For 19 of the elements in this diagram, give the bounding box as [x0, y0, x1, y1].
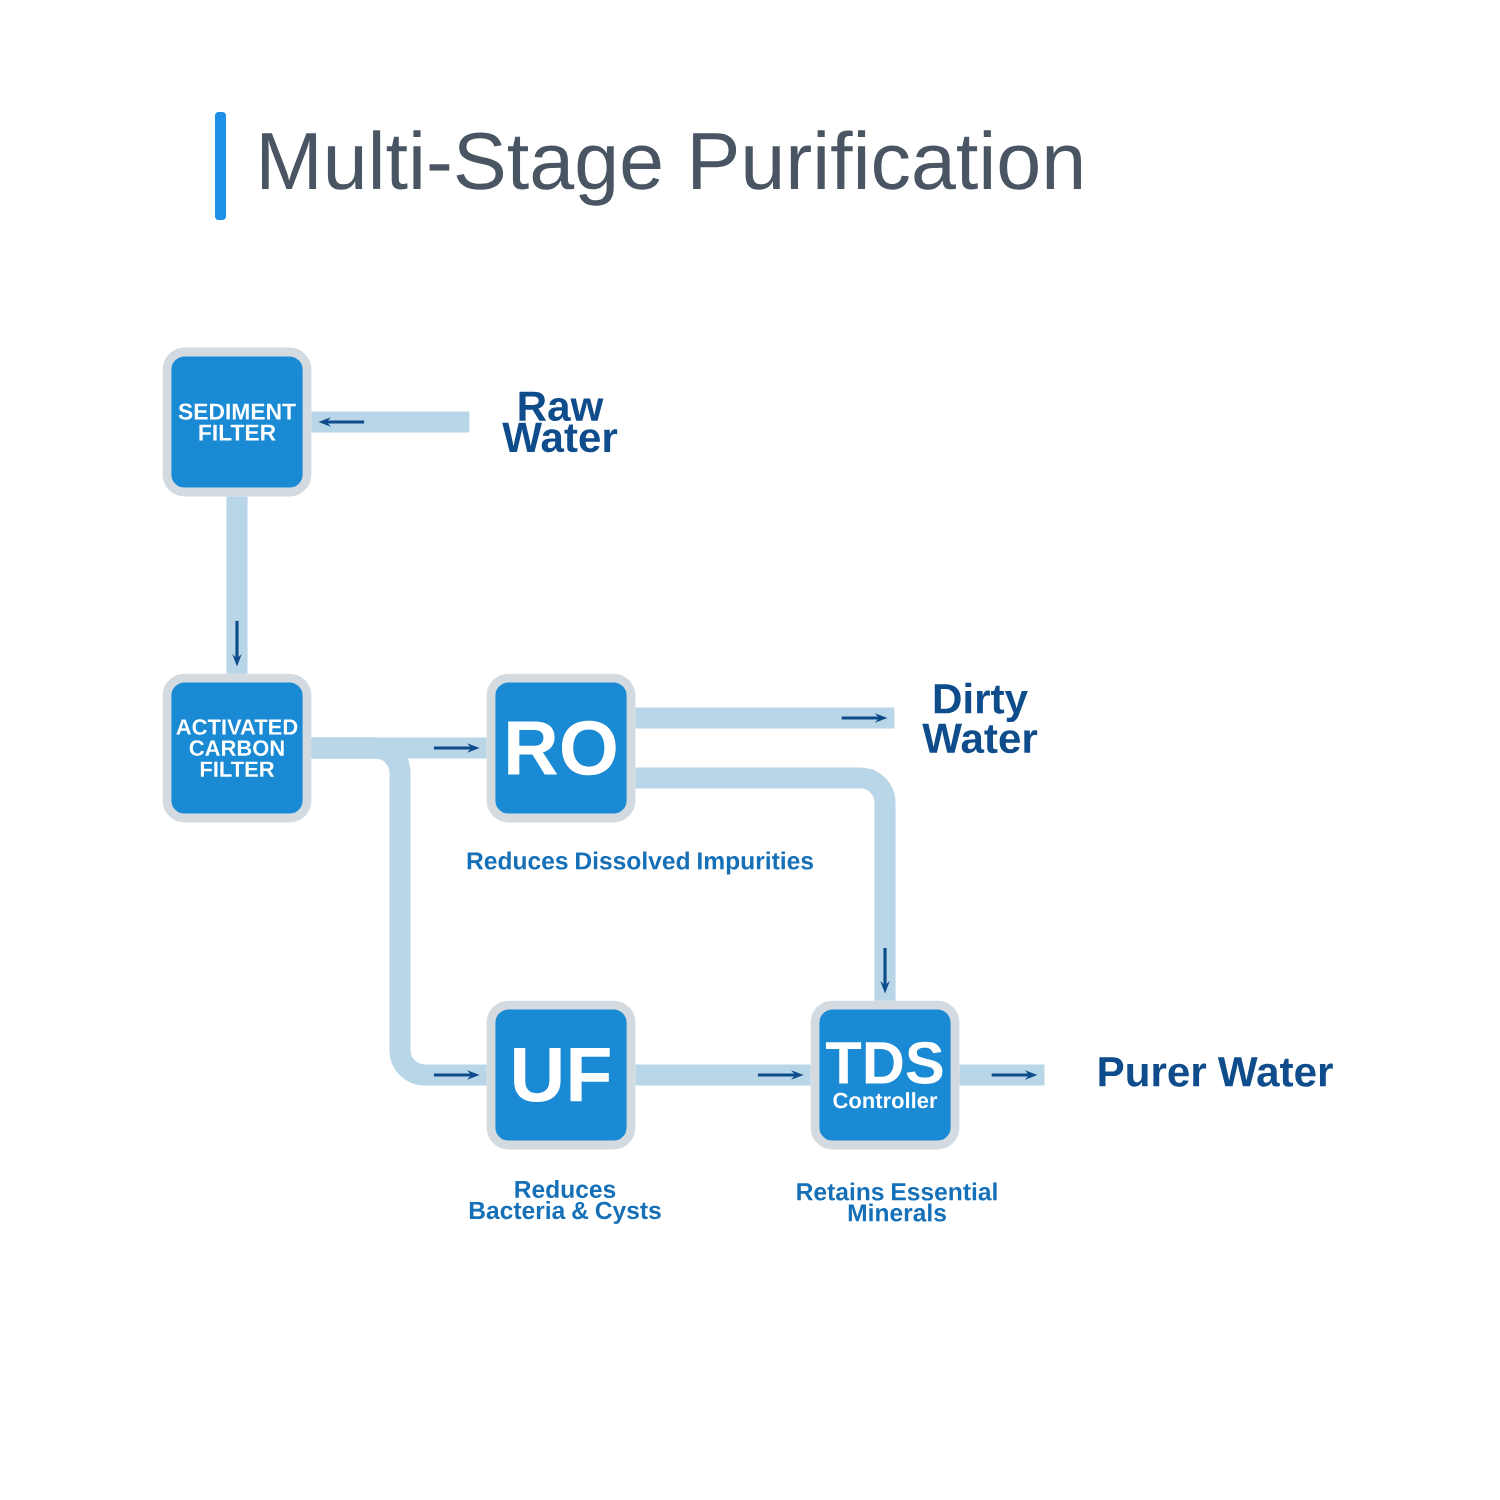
filter-box: TDS Controller [810, 1000, 960, 1150]
pipe-arrow [226, 496, 248, 674]
caption-text: Reduces Dissolved Impurities [467, 851, 813, 875]
filter-box: UF [486, 1000, 636, 1150]
pipe-arrow [635, 767, 896, 1001]
pipe-arrow [635, 1064, 811, 1086]
caption-text: Reduces Bacteria & Cysts [469, 1180, 661, 1224]
pipe-arrow [311, 411, 470, 433]
water-label: Dirty Water [922, 682, 1038, 754]
title: Multi-Stage Purification [262, 130, 1081, 206]
filter-box: SEDIMENT FILTER [162, 347, 312, 497]
pipe-arrow [311, 737, 487, 1086]
water-label: Raw Water [502, 391, 618, 453]
water-label: Purer Water [1099, 1057, 1333, 1087]
caption-text: Retains Essential Minerals [797, 1182, 997, 1222]
pipe-arrow [959, 1064, 1045, 1086]
pipe-arrow [635, 707, 895, 729]
filter-box: RO [486, 673, 636, 823]
filter-box: ACTIVATED CARBON FILTER [162, 673, 312, 823]
